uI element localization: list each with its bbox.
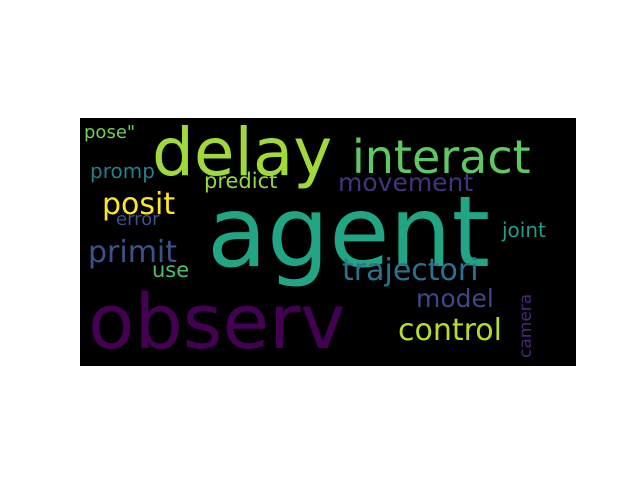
word-camera: camera [516,293,536,358]
word-primit: primit [88,235,178,270]
word-control: control [398,313,502,348]
word-posit: posit [102,187,176,222]
word-interact: interact [352,130,531,184]
word-trajectori: trajectori [342,253,479,288]
word-movement: movement [338,168,474,197]
word-cloud: agent observ delay interact trajectori c… [80,118,576,366]
word-predict: predict [204,169,278,193]
word-use: use [152,258,190,282]
word-agent: agent [207,176,491,290]
word-error: error [116,209,160,230]
word-model: model [416,284,494,313]
word-pose: pose" [84,122,136,143]
word-joint: joint [502,218,546,242]
word-observ: observ [88,277,346,366]
word-delay: delay [152,118,333,191]
word-promp: promp [90,159,155,183]
